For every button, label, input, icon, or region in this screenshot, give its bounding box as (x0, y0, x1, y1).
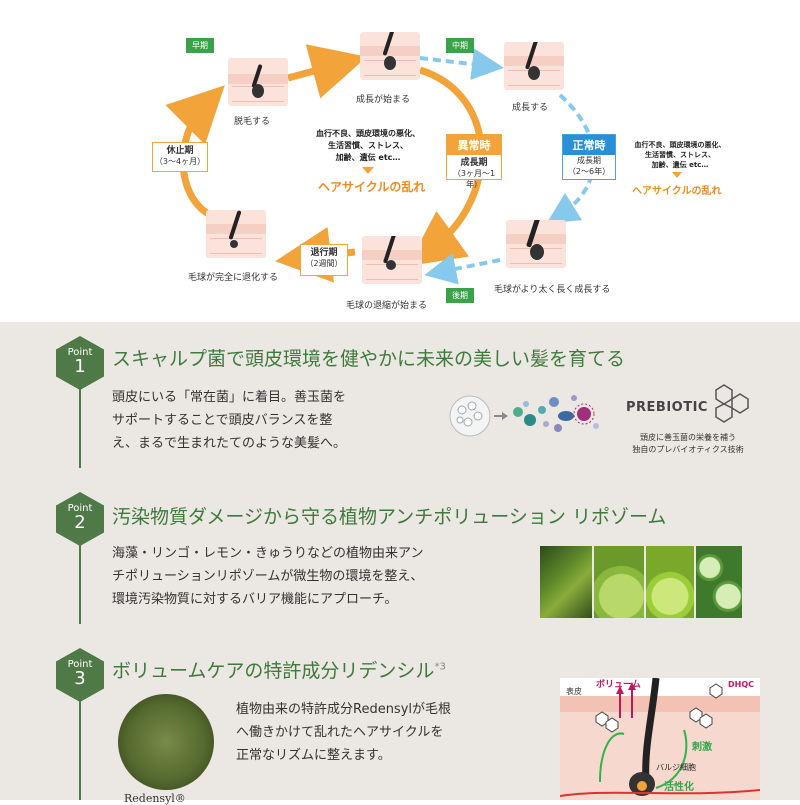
abnormal-growth-box: 異常時 成長期 （3ヶ月～1年） (446, 134, 502, 189)
skin-illustration-regression (362, 236, 422, 284)
point-number: 1 (74, 356, 86, 377)
point-3-title-text: ボリュームケアの特許成分リデンシル (112, 660, 435, 682)
footnote-marker: *3 (434, 661, 446, 673)
normal-header: 正常時 (563, 135, 615, 155)
stage-shedding: 脱毛する (234, 117, 271, 127)
skin-illustration-full-regression (206, 210, 266, 258)
point-2-body: 海藻・リンゴ・レモン・きゅうりなどの植物由来アン チポリューションリポゾームが微… (112, 542, 532, 611)
tag-middle: 中期 (446, 38, 474, 53)
skin-illustration-shedding (228, 58, 288, 106)
rest-phase-box: 休止期 （3～4ヶ月） (152, 142, 208, 172)
body-line: 海藻・リンゴ・レモン・きゅうりなどの植物由来アン (112, 546, 424, 561)
point-divider-line (79, 388, 81, 468)
point-2-badge: Point 2 (56, 492, 104, 546)
point-label: Point (67, 659, 93, 670)
body-line: チポリューションリポゾームが微生物の環境を整え、 (112, 569, 424, 584)
note-line: 頭皮に善玉菌の栄養を補う (640, 433, 736, 442)
point-number: 2 (74, 512, 86, 533)
prebiotic-logo (715, 384, 749, 423)
cause-line: 生活習慣、ストレス、 (645, 151, 715, 159)
point-3-badge: Point 3 (56, 648, 104, 702)
point-1-title: スキャルプ菌で頭皮環境を健やかに未来の美しい髪を育てる (112, 348, 626, 370)
cause-line: 加齢、遺伝 etc… (335, 153, 401, 162)
arrow-to-growth (419, 48, 504, 81)
stage-grow-thicker: 毛球がより太く長く成長する (494, 285, 611, 295)
down-arrow-icon (672, 172, 682, 178)
prebiotic-label: PREBIOTIC (626, 400, 708, 415)
point-3-title: ボリュームケアの特許成分リデンシル*3 (112, 656, 446, 683)
stage-full-regression: 毛球が完全に退化する (188, 273, 279, 283)
abnormal-growth-title: 成長期 (460, 158, 488, 168)
normal-growth-box: 正常時 成長期 （2～6年） (562, 134, 616, 180)
cause-line: 血行不良、頭皮環境の悪化、 (634, 141, 726, 149)
disorder-label-large: ヘアサイクルの乱れ (318, 180, 426, 194)
point-2-title: 汚染物質ダメージから守る植物アンチポリューション リポゾーム (112, 506, 667, 528)
hair-cycle-diagram: 早期 中期 後期 脱毛する 成長が始まる 成長する 毛球がより太く長く成長する … (0, 0, 800, 322)
normal-growth-duration: （2～6年） (567, 167, 611, 176)
stage-regression-start: 毛球の退縮が始まる (346, 301, 428, 311)
cucumber-photo (696, 546, 742, 618)
body-line: 植物由来の特許成分Redensylが毛根 (236, 702, 452, 717)
apple-photo (594, 546, 644, 618)
body-line: 環境汚染物質に対するバリア機能にアプローチ。 (112, 592, 398, 607)
redensyl-mechanism-diagram: ボリューム DHQC 表皮 刺激 バルジ細胞 活性化 (560, 678, 760, 800)
bulge-cell-label: バルジ細胞 (656, 763, 696, 772)
point-1-badge: Point 1 (56, 336, 104, 390)
cause-line: 生活習慣、ストレス、 (328, 141, 408, 150)
note-line: 独自のプレバイオティクス技術 (632, 445, 744, 454)
regression-phase-title: 退行期 (310, 248, 338, 258)
abnormal-growth-duration: （3ヶ月～1年） (452, 169, 496, 189)
point-label: Point (67, 347, 93, 358)
body-line: え、まるで生まれたてのような美髪へ。 (112, 436, 347, 451)
bacteria-illustration (449, 395, 599, 437)
redensyl-leaves-photo (118, 694, 214, 790)
redensyl-label: Redensyl® (124, 792, 186, 805)
lime-photo (646, 546, 694, 618)
rest-phase-title: 休止期 (166, 146, 194, 156)
point-3-body: 植物由来の特許成分Redensylが毛根 へ働きかけて乱れたヘアサイクルを 正常… (236, 698, 536, 767)
stage-growth-start: 成長が始まる (356, 95, 411, 105)
arrow-to-growth-start (287, 44, 368, 99)
rest-phase-duration: （3～4ヶ月） (154, 157, 206, 166)
causes-list-large: 血行不良、頭皮環境の悪化、 生活習慣、ストレス、 加齢、遺伝 etc… (306, 128, 430, 164)
stage-growth: 成長する (512, 103, 549, 113)
body-line: 頭皮にいる「常在菌」に着目。善玉菌を (112, 390, 347, 405)
regression-phase-duration: （2週間） (305, 259, 343, 268)
volume-label: ボリューム (596, 680, 641, 690)
skin-illustration-thicker (506, 220, 566, 268)
point-number: 3 (74, 668, 86, 689)
tag-late: 後期 (446, 288, 474, 303)
point-label: Point (67, 503, 93, 514)
body-line: へ働きかけて乱れたヘアサイクルを (236, 725, 444, 740)
points-section: Point 1 スキャルプ菌で頭皮環境を健やかに未来の美しい髪を育てる 頭皮にい… (0, 322, 800, 805)
body-line: 正常なリズムに整えます。 (236, 748, 391, 763)
normal-growth-title: 成長期 (577, 156, 601, 165)
tag-early: 早期 (186, 38, 214, 53)
disorder-label-small: ヘアサイクルの乱れ (632, 186, 722, 197)
skin-illustration-growth (504, 42, 564, 90)
body-line: サポートすることで頭皮バランスを整 (112, 413, 333, 428)
causes-list-small: 血行不良、頭皮環境の悪化、 生活習慣、ストレス、 加齢、遺伝 etc… (624, 140, 736, 170)
epidermis-label: 表皮 (566, 687, 582, 696)
down-arrow-icon (362, 167, 374, 174)
point-divider-line (79, 700, 81, 800)
cause-line: 血行不良、頭皮環境の悪化、 (316, 129, 420, 138)
activate-label: 活性化 (664, 782, 694, 793)
arrow-late-regression (424, 253, 501, 285)
stimulate-label: 刺激 (692, 742, 712, 753)
point-divider-line (79, 544, 81, 624)
mechanism-lines (560, 678, 760, 797)
dhqc-label: DHQC (728, 680, 755, 689)
regression-phase-box: 退行期 （2週間） (300, 244, 348, 276)
point-1-body: 頭皮にいる「常在菌」に着目。善玉菌を サポートすることで頭皮バランスを整 え、ま… (112, 386, 442, 455)
abnormal-header: 異常時 (447, 135, 501, 155)
seaweed-photo (540, 546, 592, 618)
cause-line: 加齢、遺伝 etc… (651, 161, 709, 169)
prebiotic-note: 頭皮に善玉菌の栄養を補う 独自のプレバイオティクス技術 (632, 432, 744, 456)
skin-illustration-growth-start (360, 32, 420, 80)
epidermis-band (560, 696, 760, 712)
